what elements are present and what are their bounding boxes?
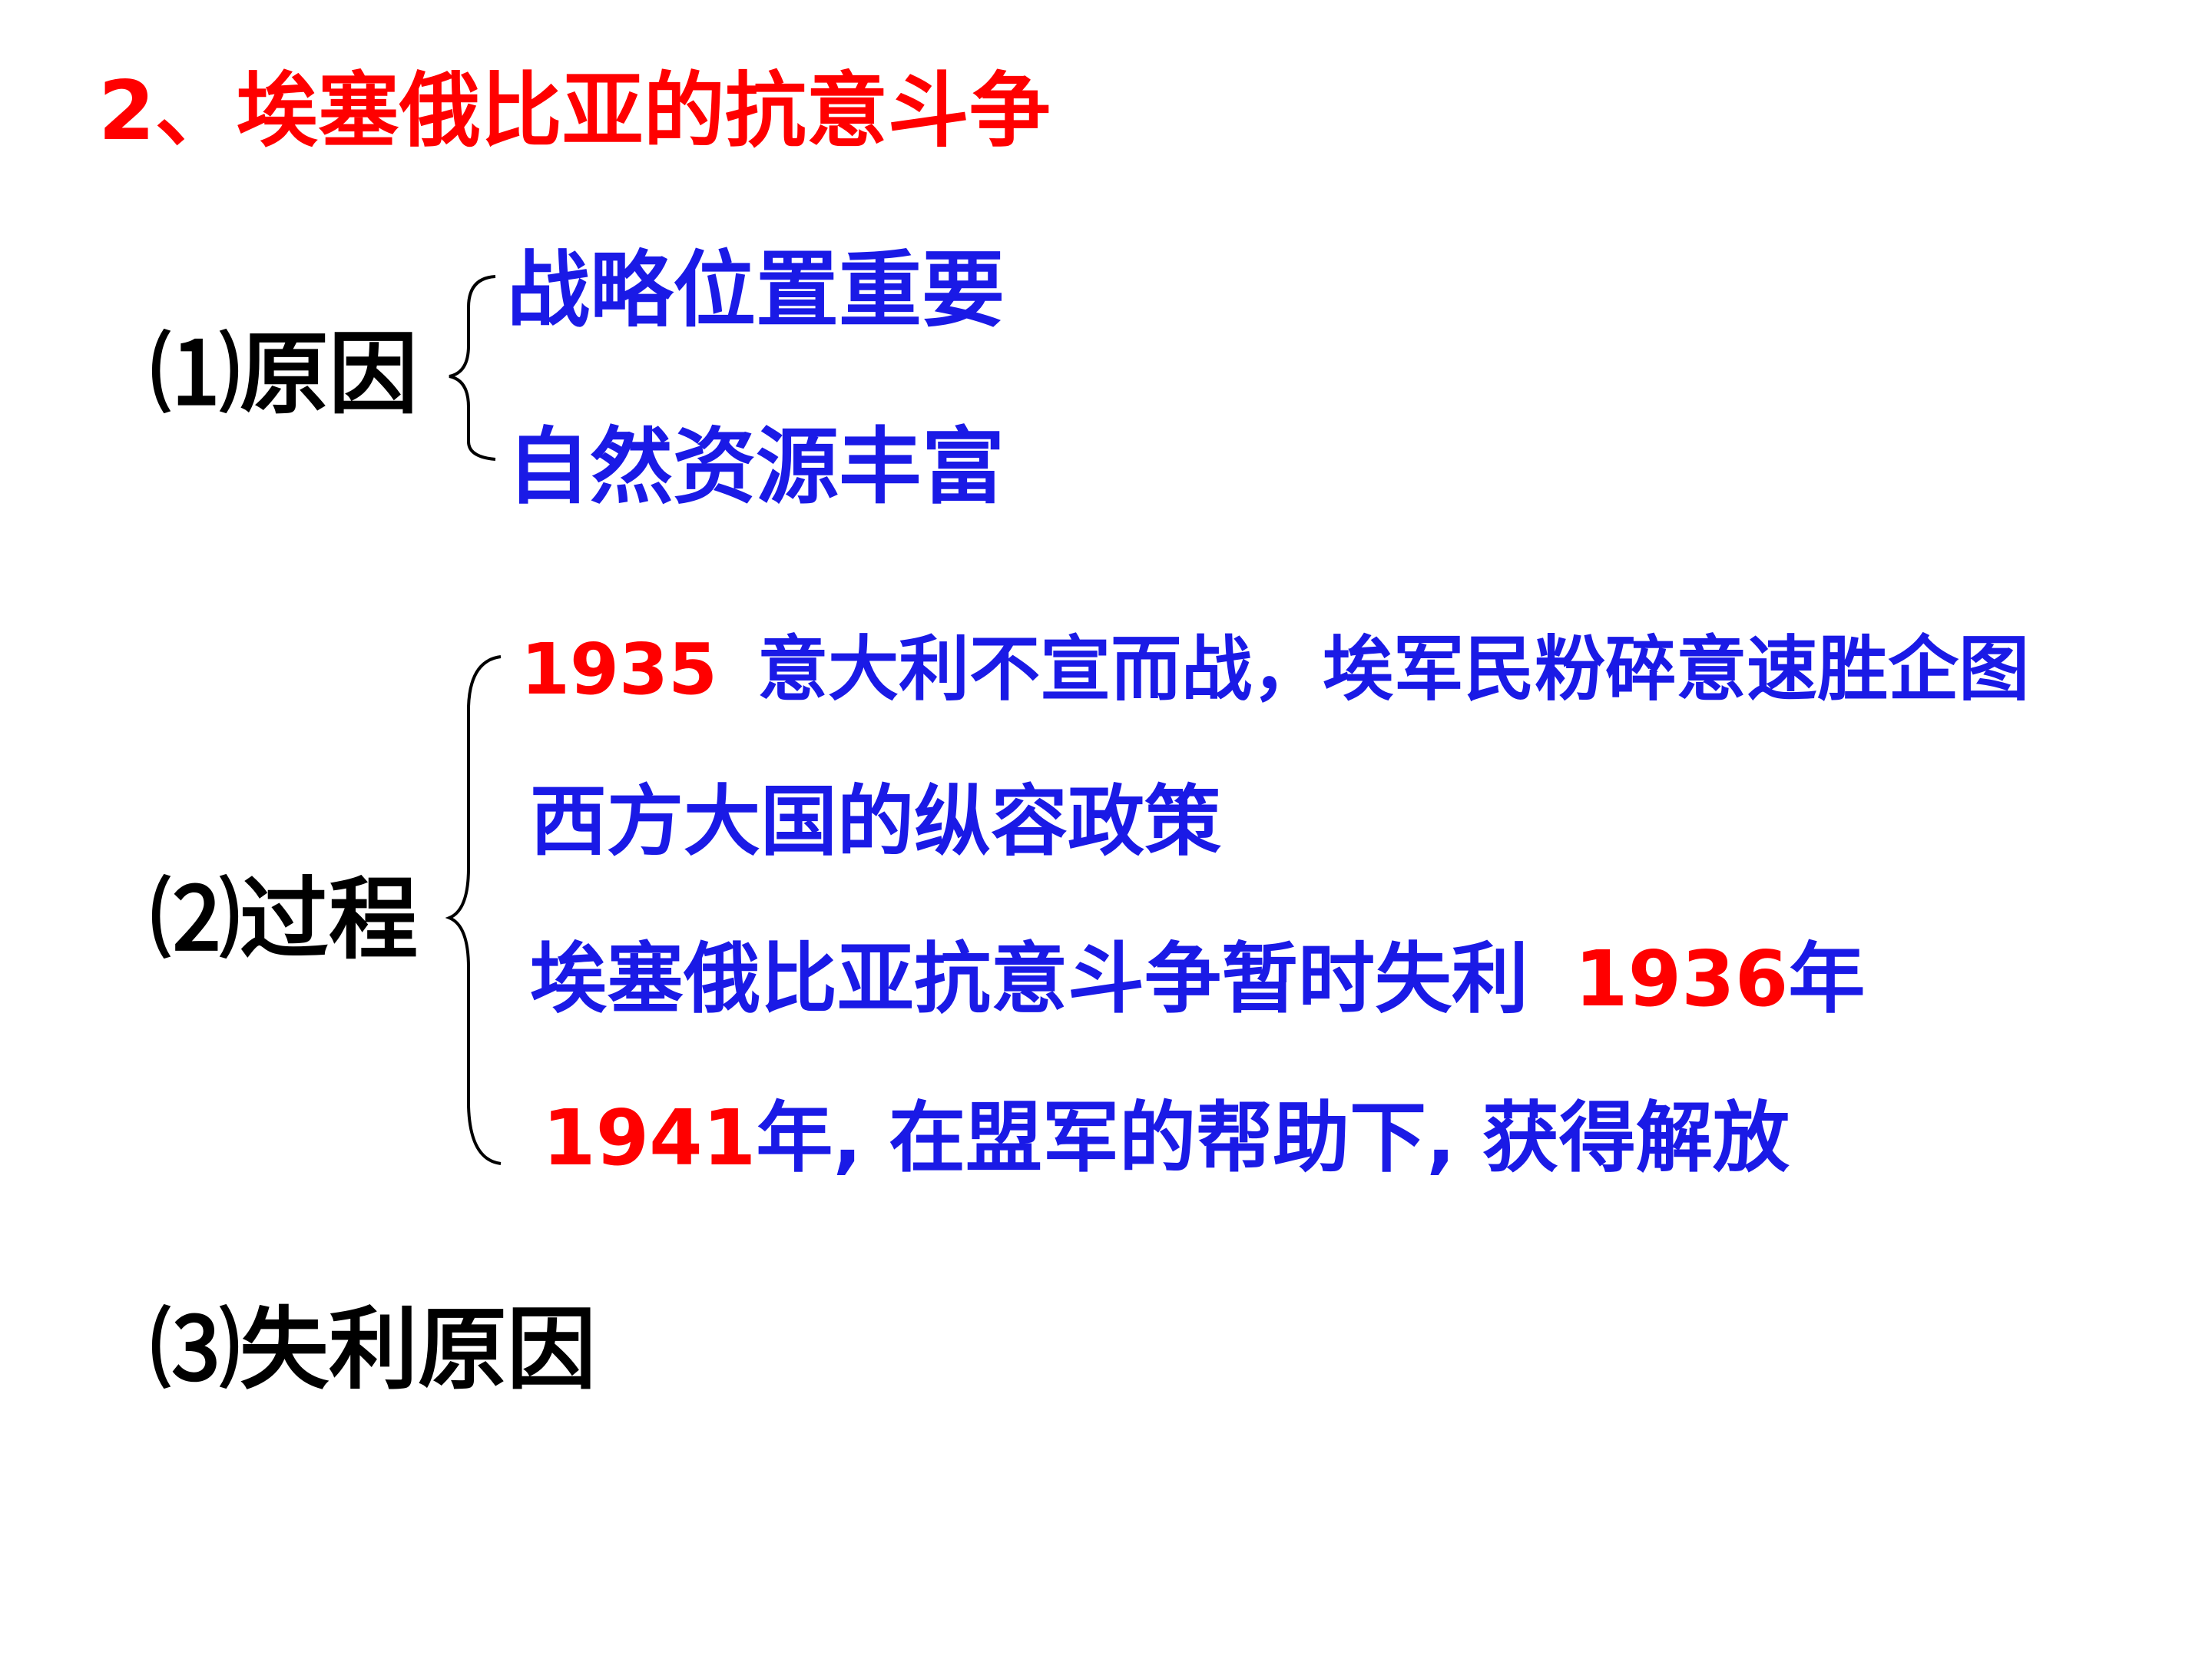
process-year-1935: 1935 [521,628,718,710]
process-text-1941: 年, 在盟军的帮助下, 获得解放 [756,1093,1790,1183]
slide-title: 2、埃塞俄比亚的抗意斗争 [98,64,1051,158]
process-year-1936: 1936 [1575,934,1789,1024]
cause-item-strategic-position: 战略位置重要 [507,243,1005,339]
section-label-process: ⑵过程 [151,868,418,972]
section-label-failure-reasons: ⑶失利原因 [151,1298,596,1402]
process-year-suffix-1936: 年 [1788,934,1866,1024]
process-item-appeasement: 西方大国的纵容政策 [530,777,1221,866]
section-label-cause: ⑴原因 [151,323,418,426]
process-text-1935: 意大利不宣而战，埃军民粉碎意速胜企图 [757,628,2030,710]
process-text-1936: 埃塞俄比亚抗意斗争暂时失利 [530,934,1528,1024]
process-year-1941: 1941 [542,1093,757,1183]
process-item-1941: 1941年, 在盟军的帮助下, 获得解放 [542,1100,1790,1177]
cause-item-natural-resources: 自然资源丰富 [507,419,1005,515]
